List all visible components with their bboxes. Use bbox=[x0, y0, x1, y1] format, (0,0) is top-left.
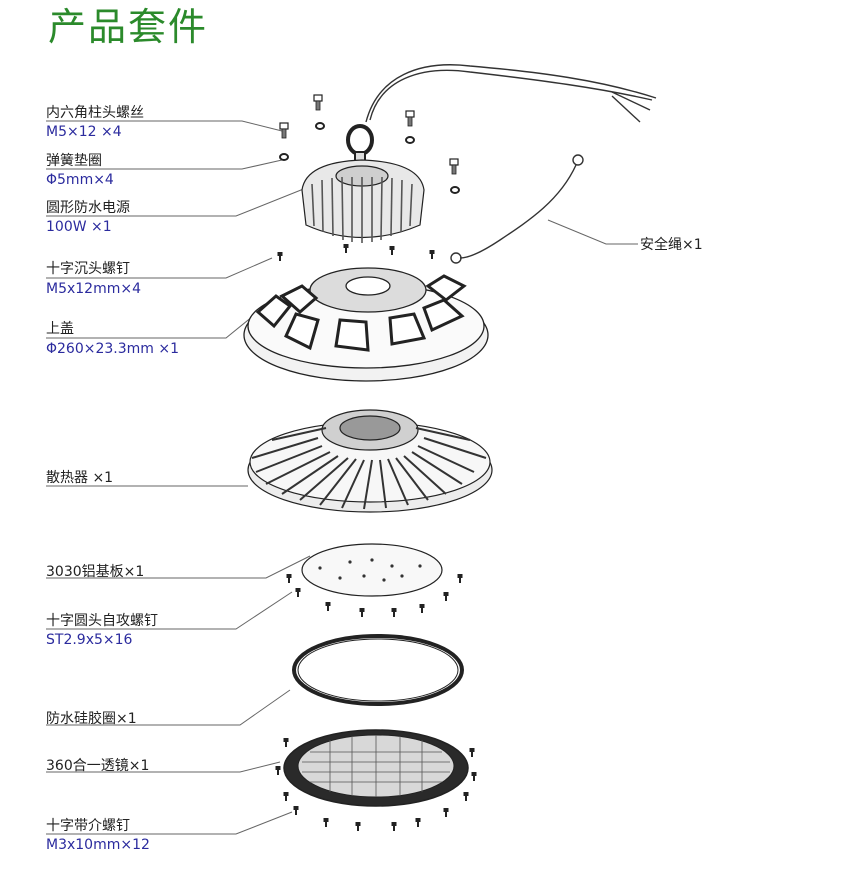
safety-rope-icon bbox=[450, 154, 584, 264]
label-top-cover: 上盖 bbox=[46, 321, 74, 337]
label-countersunk-screw: 十字沉头螺钉 bbox=[46, 261, 130, 277]
countersunk-screw-icon bbox=[429, 250, 435, 259]
label-power-supply: 圆形防水电源 bbox=[46, 200, 130, 216]
washer-icon bbox=[450, 186, 460, 194]
label-heatsink: 散热器 ×1 bbox=[46, 470, 114, 486]
label-washer-screw: 十字带介螺钉 bbox=[46, 818, 130, 834]
spec-hex-screw: M5×12 ×4 bbox=[46, 124, 122, 140]
power-supply-icon bbox=[301, 159, 425, 243]
spec-power-supply: 100W ×1 bbox=[46, 219, 112, 235]
label-safety-rope: 安全绳×1 bbox=[640, 237, 703, 253]
label-hex-screw: 内六角柱头螺丝 bbox=[46, 105, 144, 121]
label-tapping-screw: 十字圆头自攻螺钉 bbox=[46, 613, 158, 629]
aluminum-board-icon bbox=[301, 543, 443, 597]
page-title: 产品套件 bbox=[48, 5, 209, 49]
countersunk-screw-icon bbox=[389, 246, 395, 255]
label-lens: 360合一透镜×1 bbox=[46, 758, 150, 774]
washer-icon bbox=[405, 136, 415, 144]
countersunk-screw-icon bbox=[343, 244, 349, 253]
silicone-ring-icon bbox=[292, 634, 464, 706]
spec-spring-washer: Φ5mm×4 bbox=[46, 172, 114, 188]
spec-tapping-screw: ST2.9x5×16 bbox=[46, 632, 133, 648]
countersunk-screw-icon bbox=[277, 252, 283, 261]
label-aluminum-board: 3030铝基板×1 bbox=[46, 564, 145, 580]
lens-icon bbox=[283, 729, 469, 807]
washer-icon bbox=[315, 122, 325, 130]
spec-top-cover: Φ260×23.3mm ×1 bbox=[46, 341, 180, 357]
hex-screw-icon bbox=[449, 158, 459, 175]
label-silicone-ring: 防水硅胶圈×1 bbox=[46, 711, 137, 727]
spec-washer-screw: M3x10mm×12 bbox=[46, 837, 150, 853]
leader-lines bbox=[46, 120, 638, 835]
hex-screw-icon bbox=[405, 110, 415, 127]
power-cable bbox=[365, 64, 657, 123]
heatsink-icon bbox=[247, 409, 493, 513]
label-spring-washer: 弹簧垫圈 bbox=[46, 153, 102, 169]
top-cover-icon bbox=[243, 267, 489, 382]
washer-icon bbox=[279, 153, 289, 161]
hex-screw-icon bbox=[313, 94, 323, 111]
spec-countersunk-screw: M5x12mm×4 bbox=[46, 281, 141, 297]
